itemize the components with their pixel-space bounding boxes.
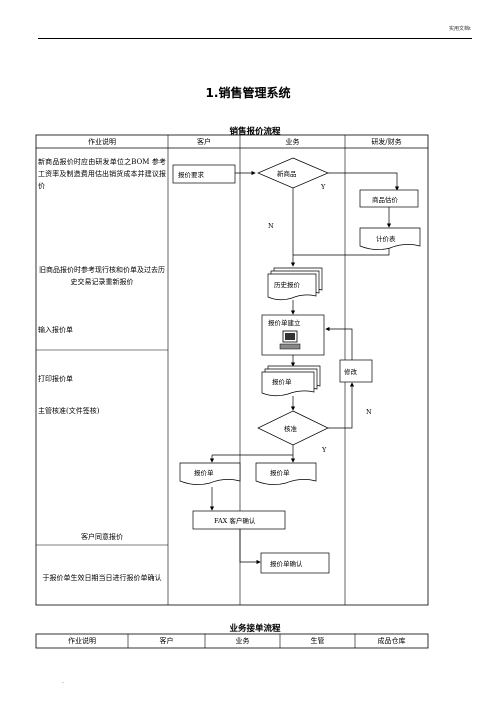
costing-label: 商品估价 xyxy=(372,196,398,204)
flow-arrow xyxy=(328,172,400,191)
flow-arrow xyxy=(325,326,353,360)
desc-print-quote: 打印报价单 xyxy=(38,375,73,383)
desc-manager-approve: 主管核准(文件签核) xyxy=(38,407,100,415)
approve-label: 核准 xyxy=(284,425,297,433)
quote-sales-label: 报价单 xyxy=(270,469,290,477)
quote-customer-label: 报价单 xyxy=(194,469,214,477)
desc-old-product: 旧商品报价时参考现行核和价单及过去历史交易记录重新报价 xyxy=(39,266,165,286)
modify-box xyxy=(339,359,373,383)
no-label: N xyxy=(268,222,274,230)
header-label: 实用文档t xyxy=(448,26,471,32)
fax-confirm-box xyxy=(192,510,286,530)
chart2-title: 业务接单流程 xyxy=(229,624,281,634)
chart2-header xyxy=(35,633,429,649)
flow-arrow xyxy=(328,382,355,429)
yes-label: Y xyxy=(322,446,327,454)
quote-doc xyxy=(261,371,315,397)
quote-sales-doc xyxy=(255,462,317,485)
history-label: 历史报价 xyxy=(274,281,300,289)
modify-label: 修改 xyxy=(344,368,357,376)
desc-customer-agree: 客户同意报价 xyxy=(81,533,123,541)
create-quote-label: 报价单建立 xyxy=(268,319,301,327)
flow-arrow xyxy=(239,529,261,565)
col-header-sales: 业务 xyxy=(285,138,300,146)
pricing-table-label: 计价表 xyxy=(376,235,396,243)
flow-arrow xyxy=(293,248,390,256)
col2-header-sales: 业务 xyxy=(235,637,250,645)
computer-icon xyxy=(279,330,301,350)
desc-input-quote: 输入报价单 xyxy=(38,326,73,334)
request-box xyxy=(172,164,236,184)
chart1-frame xyxy=(35,134,429,606)
yes-label: Y xyxy=(321,183,326,191)
quote-doc-label: 报价单 xyxy=(272,378,292,386)
header-rule xyxy=(38,38,472,39)
fax-confirm-label: FAX 客户确认 xyxy=(214,517,256,525)
history-doc xyxy=(267,273,317,301)
document-title: 1.销售管理系统 xyxy=(205,86,291,100)
col2-header-production: 生管 xyxy=(310,637,325,645)
col2-header-customer: 客户 xyxy=(159,637,174,645)
chart1-title: 销售报价流程 xyxy=(229,127,281,137)
col-header-description: 作业说明 xyxy=(88,138,116,146)
col2-header-warehouse: 成品仓库 xyxy=(377,637,406,645)
col-header-rd-finance: 研发/财务 xyxy=(371,138,402,146)
quote-customer-doc xyxy=(179,462,241,485)
no-label: N xyxy=(366,408,372,416)
new-product-label: 新商品 xyxy=(277,170,297,178)
quote-confirm-label: 报价单确认 xyxy=(270,560,303,568)
col2-header-description: 作业说明 xyxy=(68,637,96,645)
desc-confirm-date: 于报价单生效日期当日进行报价单确认 xyxy=(42,574,162,582)
footer-mark: . xyxy=(62,678,64,685)
col-header-customer: 客户 xyxy=(197,138,211,146)
quote-confirm-box xyxy=(260,552,330,574)
request-label: 报价要求 xyxy=(178,171,204,179)
pricing-table-doc xyxy=(359,227,421,250)
desc-new-product: 新商品报价时应由研发单位之BOM 参考工资率及制造费用估出销货成本并建议报价 xyxy=(38,158,166,190)
